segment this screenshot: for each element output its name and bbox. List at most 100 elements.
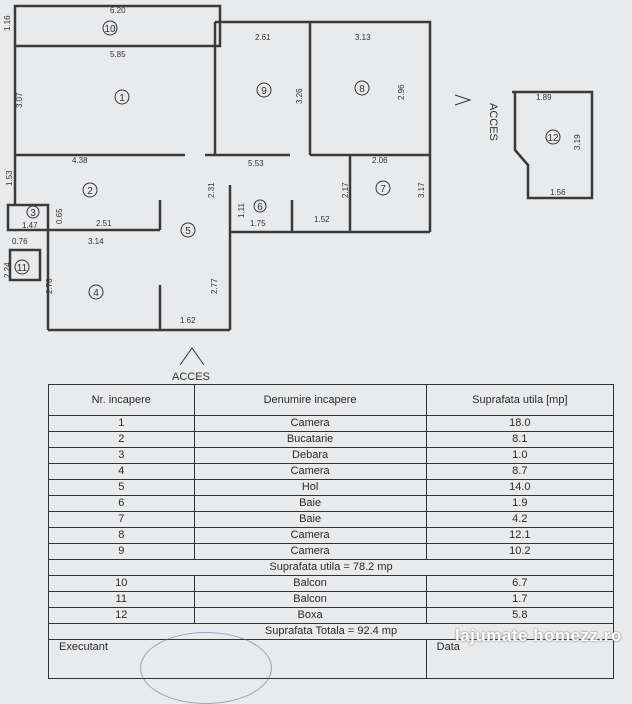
- room-nr: 3: [48, 447, 195, 464]
- room-name: Camera: [193, 543, 427, 560]
- access-label-side: ACCES: [487, 103, 499, 141]
- dim-label: 6.20: [110, 6, 126, 15]
- room-name: Balcon: [193, 575, 427, 592]
- dim-label: 1.62: [180, 316, 196, 325]
- room-number: 4: [93, 288, 99, 299]
- dim-label: 2.31: [207, 182, 216, 198]
- room-name: Camera: [193, 527, 427, 544]
- room-area: 6.7: [425, 575, 615, 592]
- dim-label: 2.51: [96, 219, 112, 228]
- dim-label: 3.13: [355, 33, 371, 42]
- room-area: 10.2: [425, 543, 615, 560]
- room-nr: 5: [48, 479, 195, 496]
- dim-label: 1.52: [314, 215, 330, 224]
- rooms-table: Nr. incapere Denumire incapere Suprafata…: [48, 384, 615, 679]
- room-name: Baie: [193, 511, 427, 528]
- room-nr: 7: [48, 511, 195, 528]
- room-nr: 11: [48, 591, 195, 608]
- room-area: 12.1: [425, 527, 615, 544]
- dim-label: 0.65: [55, 208, 64, 224]
- dim-label: 2.17: [341, 182, 350, 198]
- room-number: 9: [261, 86, 267, 97]
- access-label: ACCES: [172, 371, 210, 383]
- dim-label: 5.53: [248, 159, 264, 168]
- watermark-logo: lajumate homezz.ro: [455, 626, 622, 645]
- room-number: 1: [119, 93, 125, 104]
- dim-label: 3.14: [88, 237, 104, 246]
- room-nr: 4: [48, 463, 195, 480]
- dim-label: 0.76: [12, 237, 28, 246]
- room-area: 1.7: [425, 591, 615, 608]
- dim-label: 1.16: [3, 15, 12, 31]
- room-name: Debara: [193, 447, 427, 464]
- dim-label: 2.96: [397, 84, 406, 100]
- dim-label: 3.26: [295, 88, 304, 104]
- dim-label: 2.06: [372, 156, 388, 165]
- room-name: Balcon: [193, 591, 427, 608]
- room-name: Bucatarie: [193, 431, 427, 448]
- header-nr: Nr. incapere: [48, 384, 195, 416]
- room-nr: 9: [48, 543, 195, 560]
- room-number: 2: [87, 186, 93, 197]
- room-area: 18.0: [425, 415, 615, 432]
- dim-label: 3.07: [15, 92, 24, 108]
- dim-label: 3.19: [573, 134, 582, 150]
- subtotal-row: Suprafata utila = 78.2 mp: [48, 559, 614, 576]
- room-nr: 8: [48, 527, 195, 544]
- room-number: 8: [359, 84, 365, 95]
- dim-label: 2.61: [255, 33, 271, 42]
- room-nr: 2: [48, 431, 195, 448]
- header-name: Denumire incapere: [193, 384, 427, 416]
- dim-label: 2.24: [3, 262, 12, 278]
- room-number: 11: [17, 263, 28, 274]
- subtotal-text: Suprafata utila = 78.2 mp: [48, 559, 614, 576]
- dim-label: 1.75: [250, 219, 266, 228]
- room-number: 7: [380, 184, 386, 195]
- room-name: Baie: [193, 495, 427, 512]
- room-number: 6: [257, 202, 263, 213]
- room-area: 4.2: [425, 511, 615, 528]
- dim-label: 4.38: [72, 156, 88, 165]
- room-name: Boxa: [193, 607, 427, 624]
- room-number: 12: [547, 133, 559, 144]
- dim-label: 1.11: [237, 202, 246, 218]
- dim-label: 3.17: [417, 182, 426, 198]
- dim-label: 1.53: [5, 170, 14, 186]
- dim-label: 5.85: [110, 50, 126, 59]
- header-area: Suprafata utila [mp]: [425, 384, 615, 416]
- floor-plan: 6.20 1.16 5.85 2.61 3.13 3.07 3.26 2.96 …: [3, 4, 594, 383]
- dim-label: 1.89: [536, 93, 552, 102]
- room-number: 10: [104, 24, 116, 35]
- dim-label: 2.78: [45, 278, 54, 294]
- room-area: 5.8: [425, 607, 615, 624]
- official-stamp: [140, 632, 272, 704]
- room-area: 1.0: [425, 447, 615, 464]
- room-nr: 6: [48, 495, 195, 512]
- room-area: 14.0: [425, 479, 615, 496]
- room-area: 8.1: [425, 431, 615, 448]
- room-nr: 10: [48, 575, 195, 592]
- room-nr: 1: [48, 415, 195, 432]
- table-header: Nr. incapere Denumire incapere Suprafata…: [48, 384, 615, 416]
- room-name: Camera: [193, 463, 427, 480]
- room-name: Camera: [193, 415, 427, 432]
- room-number: 5: [185, 226, 191, 237]
- room-area: 8.7: [425, 463, 615, 480]
- room-number: 3: [30, 208, 36, 219]
- dim-label: 1.47: [22, 221, 38, 230]
- room-name: Hol: [193, 479, 427, 496]
- room-nr: 12: [48, 607, 195, 624]
- room-area: 1.9: [425, 495, 615, 512]
